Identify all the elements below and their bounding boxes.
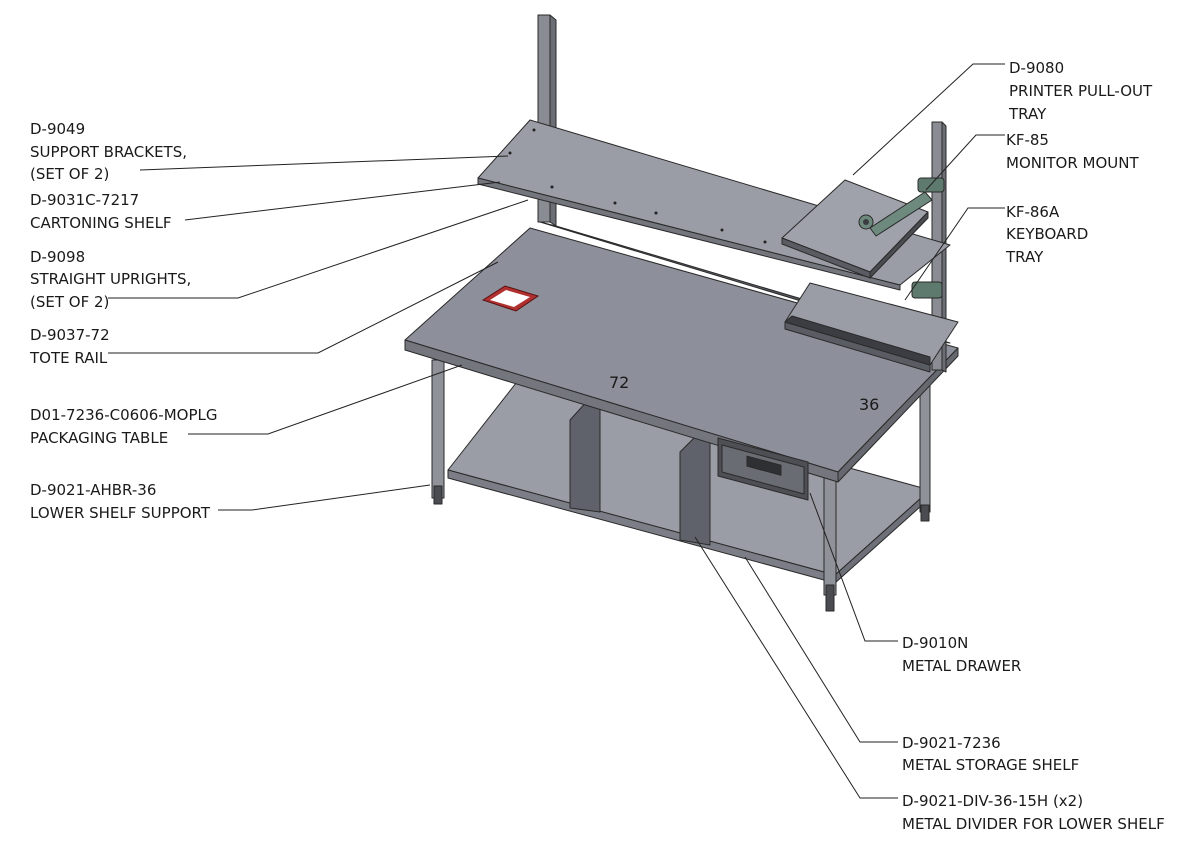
leg-front-left — [431, 359, 445, 499]
part-desc: KEYBOARD — [1006, 225, 1088, 243]
part-number: D-9021-AHBR-36 — [30, 481, 156, 499]
dimension-length: 72 — [609, 373, 629, 392]
part-desc: TRAY — [1005, 248, 1044, 266]
part-desc: METAL STORAGE SHELF — [902, 756, 1079, 774]
callout-d-9080: D-9080 PRINTER PULL-OUT TRAY — [1008, 59, 1153, 123]
part-desc: TRAY — [1008, 105, 1047, 123]
part-number: D-9010N — [902, 634, 968, 652]
leader-lines — [108, 63, 1005, 799]
part-desc: TOTE RAIL — [29, 349, 108, 367]
part-desc: METAL DIVIDER FOR LOWER SHELF — [902, 815, 1165, 833]
callout-d-9037-72: D-9037-72 TOTE RAIL — [29, 326, 110, 367]
packaging-table-drawing — [404, 14, 959, 612]
callout-d01-7236-c0606-moplg: D01-7236-C0606-MOPLG PACKAGING TABLE — [30, 406, 217, 447]
part-number: KF-86A — [1006, 203, 1060, 221]
part-number: D-9021-7236 — [902, 734, 1001, 752]
part-desc: (SET OF 2) — [30, 293, 109, 311]
callout-kf-86a: KF-86A KEYBOARD TRAY — [1005, 203, 1088, 266]
lower-shelf-divider-1 — [569, 397, 601, 513]
part-desc: METAL DRAWER — [902, 657, 1021, 675]
part-desc: LOWER SHELF SUPPORT — [30, 504, 211, 522]
part-number: D-9037-72 — [30, 326, 110, 344]
part-desc: SUPPORT BRACKETS, — [30, 143, 187, 161]
lower-shelf-assembly — [431, 359, 931, 612]
keyboard-tray — [784, 281, 959, 373]
metal-drawer — [717, 437, 809, 501]
callout-d-9031c-7217: D-9031C-7217 CARTONING SHELF — [30, 191, 172, 232]
part-number: D01-7236-C0606-MOPLG — [30, 406, 217, 424]
part-number: D-9021-DIV-36-15H (x2) — [902, 792, 1083, 810]
part-number: D-9080 — [1009, 59, 1064, 77]
part-number: D-9049 — [30, 120, 85, 138]
part-desc: STRAIGHT UPRIGHTS, — [30, 270, 191, 288]
part-desc: (SET OF 2) — [30, 165, 109, 183]
callout-d-9021-7236: D-9021-7236 METAL STORAGE SHELF — [902, 734, 1079, 774]
part-number: KF-85 — [1006, 131, 1049, 149]
lower-shelf-divider-2 — [679, 431, 711, 546]
part-desc: PACKAGING TABLE — [30, 429, 168, 447]
part-desc: MONITOR MOUNT — [1006, 154, 1140, 172]
part-number: D-9098 — [30, 248, 85, 266]
part-desc: PRINTER PULL-OUT — [1009, 82, 1153, 100]
callout-d-9010n: D-9010N METAL DRAWER — [902, 634, 1021, 675]
table-top — [404, 227, 959, 483]
printer-pull-out-tray — [781, 179, 929, 279]
callout-kf-85: KF-85 MONITOR MOUNT — [1006, 131, 1140, 172]
part-desc: CARTONING SHELF — [30, 214, 172, 232]
callout-d-9049: D-9049 SUPPORT BRACKETS, (SET OF 2) — [30, 120, 187, 183]
callout-d-9021-ahbr-36: D-9021-AHBR-36 LOWER SHELF SUPPORT — [30, 481, 211, 522]
part-number: D-9031C-7217 — [30, 191, 139, 209]
dimension-depth: 36 — [859, 395, 879, 414]
callout-d-9021-div-36-15h: D-9021-DIV-36-15H (x2) METAL DIVIDER FOR… — [902, 792, 1165, 833]
callout-d-9098: D-9098 STRAIGHT UPRIGHTS, (SET OF 2) — [30, 248, 191, 311]
